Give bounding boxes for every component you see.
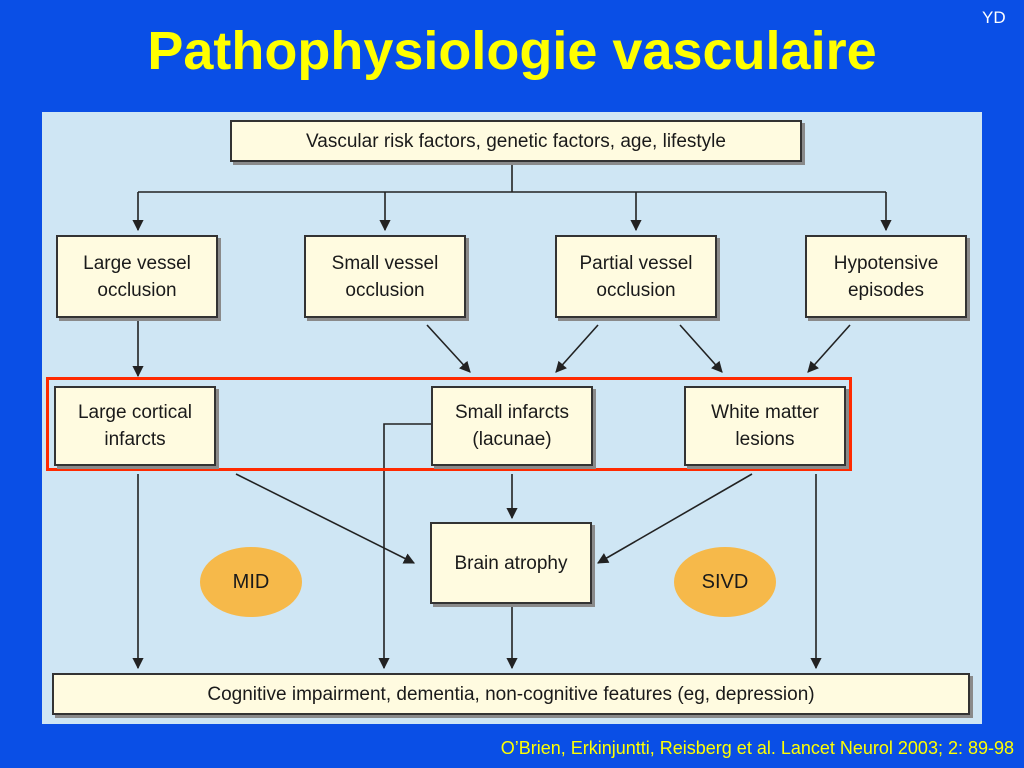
citation: O’Brien, Erkinjuntti, Reisberg et al. La… <box>500 738 1014 758</box>
large-cortical-infarcts-box: Large cortical infarcts <box>54 386 216 466</box>
outcome-box: Cognitive impairment, dementia, non-cogn… <box>52 673 970 715</box>
hypotensive-episodes-box: Hypotensive episodes <box>805 235 967 318</box>
lesion-label-line2: infarcts <box>104 429 166 450</box>
partial-vessel-occlusion-box: Partial vessel occlusion <box>555 235 717 318</box>
cause-label-line1: Partial vessel <box>579 252 693 274</box>
lesions-highlight-frame <box>46 377 852 471</box>
corner-label: YD <box>982 8 1006 27</box>
brain-atrophy-text: Brain atrophy <box>454 552 568 574</box>
lesion-label-line1: Small infarcts <box>454 402 570 423</box>
lesion-label-line2: (lacunae) <box>472 429 552 450</box>
cause-label-line1: Large vessel <box>83 252 191 274</box>
white-matter-lesions-box: White matter lesions <box>684 386 846 466</box>
slide-title: Pathophysiologie vasculaire <box>147 21 877 81</box>
mid-label: MID <box>232 570 270 593</box>
lesion-label-line1: Large cortical <box>77 402 193 423</box>
mid-oval: MID <box>200 547 302 617</box>
cause-label-line2: occlusion <box>345 279 425 301</box>
risk-factors-box: Vascular risk factors, genetic factors, … <box>230 120 802 162</box>
cause-label-line1: Small vessel <box>331 252 439 274</box>
small-vessel-occlusion-box: Small vessel occlusion <box>304 235 466 318</box>
outcome-text: Cognitive impairment, dementia, non-cogn… <box>207 683 815 705</box>
cause-label-line2: occlusion <box>596 279 676 301</box>
large-vessel-occlusion-box: Large vessel occlusion <box>56 235 218 318</box>
lesion-label-line2: lesions <box>735 429 795 450</box>
small-infarcts-box: Small infarcts (lacunae) <box>431 386 593 466</box>
brain-atrophy-box: Brain atrophy <box>430 522 592 604</box>
cause-label-line2: episodes <box>847 279 925 301</box>
cause-label-line1: Hypotensive <box>833 252 939 274</box>
cause-label-line2: occlusion <box>97 279 177 301</box>
sivd-oval: SIVD <box>674 547 776 617</box>
lesion-label-line1: White matter <box>711 402 819 423</box>
risk-factors-text: Vascular risk factors, genetic factors, … <box>306 130 726 152</box>
sivd-label: SIVD <box>701 570 749 593</box>
